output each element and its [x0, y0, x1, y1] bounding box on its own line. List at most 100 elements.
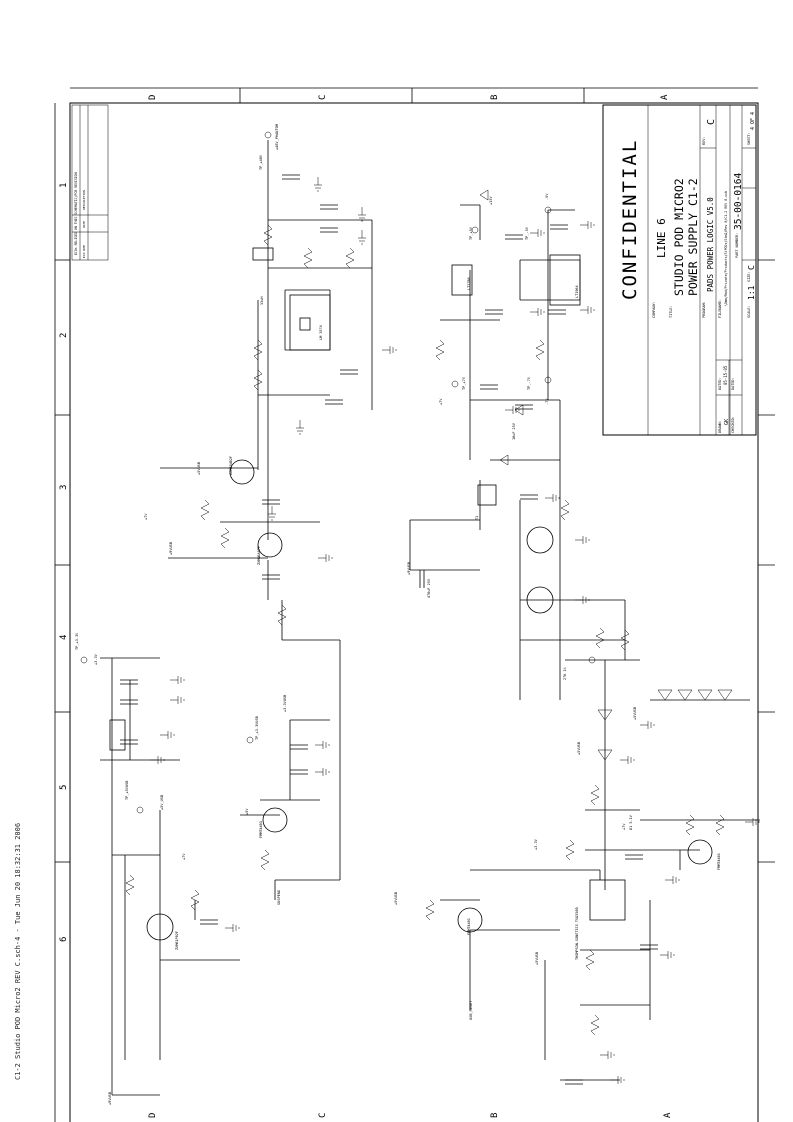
transistors: [146, 459, 713, 941]
transistor-q-upper: [229, 459, 255, 485]
drawn-value: GK: [724, 419, 730, 425]
transistor-q-bottom: [687, 839, 713, 865]
net-48v-phantom: +48V_PHANTOM: [275, 123, 279, 150]
zone-col-2: 2: [59, 333, 69, 338]
transistor-q-b6: [457, 907, 483, 933]
net-5vusb-e: +5VUSB: [535, 952, 539, 965]
revision-col-date: DATE: [82, 221, 86, 228]
revision-col-eco: ECO NUM: [82, 245, 86, 258]
net-tp-5v: TP_+5V: [469, 226, 473, 240]
zone-col-4: 4: [59, 635, 69, 640]
net-9vusb-c: +9VUSB: [108, 1092, 112, 1105]
net-usb-reset: USB_RESET: [469, 1000, 473, 1020]
label-u-reg2: LT1786: [467, 277, 471, 290]
label-d-ref: D1 5.1V: [629, 814, 633, 830]
label-u-lower: THOMPSON-SONETICS TSG550D: [575, 907, 579, 960]
zone-row-bottom-a: A: [663, 1112, 673, 1118]
zone-row-top-d: D: [148, 95, 158, 100]
net-33v-b: +3.3V: [534, 838, 538, 850]
net-tp-33vusb: TP_+3.3VUSB: [255, 716, 259, 740]
transistor-q-mid: [526, 526, 554, 554]
net-tp-m5v: TP_-5V: [525, 226, 529, 240]
net-9vusb: +9VUSB: [169, 542, 173, 555]
title-line-1: STUDIO POD MICRO2: [672, 178, 686, 296]
part-number-value: 35-00-0164: [733, 173, 744, 230]
zone-row-bottom-b: B: [490, 1113, 500, 1118]
label-q-bottom: FMMT4401: [717, 853, 721, 870]
buffer-triangles: [479, 189, 733, 761]
company-name: LINE 6: [655, 218, 668, 258]
size-label: SIZE:: [747, 271, 751, 282]
label-ind-note: 33uH: [260, 297, 264, 305]
ground-symbols: [150, 177, 760, 1084]
net-m5v: -5V: [545, 193, 549, 200]
revision-col-desc: DESCRIPTION: [82, 190, 86, 210]
net-9vusb-b: +9VUSB: [407, 562, 411, 575]
capacitors: [120, 174, 658, 1085]
filename-label: FILENAME:: [718, 299, 722, 318]
label-cap-note2: 10uF 25V: [512, 422, 516, 440]
zone-col-6: 6: [59, 937, 69, 942]
inner-border: [69, 102, 759, 1122]
footer-label: C1-2 Studio POD Micro2 REV C.sch-4 - Tue…: [14, 822, 22, 1080]
scale-label: SCALE:: [747, 305, 751, 318]
net-33v: +3.3V: [94, 653, 98, 665]
net-tp-7v: TP_+7V: [462, 376, 466, 390]
zone-col-5: 5: [59, 785, 69, 790]
zone-row-top-a: A: [660, 94, 670, 100]
transistor-q-left: [146, 913, 174, 941]
label-u-center: LM 3574: [319, 325, 323, 340]
zone-row-top-c: C: [318, 95, 328, 100]
program-value: PADS POWER LOGIC V5.0: [706, 197, 715, 292]
net-33vusb: +3.3VUSB: [283, 695, 287, 712]
zone-row-bottom-c: C: [318, 1113, 328, 1118]
net-5vusb-b: +5VUSB: [577, 742, 581, 755]
zone-ticks-left: [54, 103, 70, 1122]
label-cap-note: 470uF 25V: [427, 578, 431, 598]
net-5vusb-c: +5VUSB: [633, 707, 637, 720]
net-5vusb-a: +5VUSB: [197, 462, 201, 475]
zone-col-3: 3: [59, 485, 69, 490]
label-q-lower: FMMT4403: [259, 821, 263, 838]
transistor-q-lower: [262, 807, 288, 833]
rev-label: REV:: [702, 137, 706, 145]
net-5v-left: +5V: [245, 808, 249, 815]
sheet-label: SHEET:: [747, 132, 751, 145]
zone-row-top-b: B: [490, 95, 500, 100]
component-labels: ZXM61N02F ZXMN6A07F LM 3574 ZXM61P02F FM…: [175, 277, 721, 960]
revision-table-header: ECOs RELISED ON THIS SCHEMATIC/PCB REVIS…: [74, 172, 78, 255]
filename-value: \Dmn/Rnd/Private/Products/StPODs/Stm2/Re…: [724, 191, 728, 306]
net-suspend: SUSPEND: [277, 890, 281, 905]
net-tp-5vusb: TP_+5VUSB: [125, 781, 129, 800]
zone-row-bottom-d: D: [148, 1113, 158, 1118]
label-u-reg: LT1964: [575, 285, 579, 298]
date2-label: DATED:: [731, 377, 735, 390]
date-label: DATED:: [718, 377, 722, 390]
size-value: C: [747, 265, 756, 270]
net-tp-m7v: TP_-7V: [527, 376, 531, 390]
confidential-label: CONFIDENTIAL: [619, 139, 641, 300]
sheet-value: 4 OF 4: [750, 112, 756, 130]
net-7v-c: +7V: [439, 398, 443, 405]
label-rnote: 27K 1%: [563, 666, 567, 680]
zone-ticks-top: [70, 87, 758, 103]
transistor-q-mid2: [526, 586, 554, 614]
net-labels: +48V_PHANTOM TP_+48V +5VUSB +7V +9VUSB T…: [75, 123, 637, 1105]
drawn-label: DRAWN:: [718, 420, 722, 433]
ic-boxes: [109, 247, 626, 921]
label-q-b6: FMMT4401: [467, 918, 471, 935]
net-5vusb-d: +5VUSB: [394, 892, 398, 905]
test-points: [80, 131, 596, 814]
program-label: PROGRAM:: [702, 301, 706, 318]
revision-table: ECOs RELISED ON THIS SCHEMATIC/PCB REVIS…: [71, 104, 109, 261]
label-q-left: ZXM61P02F: [175, 931, 179, 950]
net-15v: +15V: [489, 196, 493, 205]
transistor-q-center: [257, 532, 283, 558]
title-label: TITLE:: [669, 305, 673, 318]
net-m7v: -7V: [545, 398, 549, 405]
zone-col-1: 1: [59, 183, 69, 188]
net-5v-usb: +5V_USB: [160, 795, 164, 810]
label-t1: T1: [475, 516, 479, 520]
label-q-center: ZXMN6A07F: [257, 546, 261, 565]
